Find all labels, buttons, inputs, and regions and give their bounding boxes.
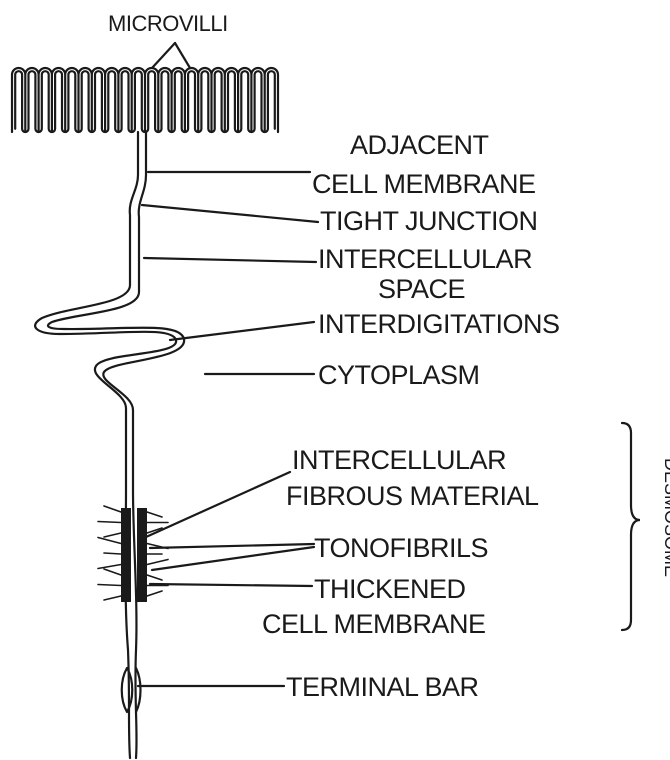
fibrous-material-leader	[146, 472, 290, 537]
label-adjacent: ADJACENT	[350, 130, 489, 160]
microvilli-outer-membrane	[12, 68, 278, 132]
left-thickened-plaque	[121, 508, 131, 602]
right-membrane	[48, 150, 184, 758]
tonofibril-left	[104, 569, 121, 575]
leader-lines	[138, 43, 318, 686]
tonofibril-left	[104, 596, 121, 600]
terminal-bar	[122, 668, 141, 712]
tonofibril-left	[98, 522, 121, 523]
tight-junction-leader	[142, 205, 318, 222]
tonofibrils-leader-1	[150, 544, 314, 548]
intercellular-space-leader	[144, 258, 316, 262]
label-terminal-bar: TERMINAL BAR	[286, 672, 479, 702]
label-tonofibrils: TONOFIBRILS	[314, 533, 488, 563]
right-thickened-plaque	[137, 508, 147, 602]
interdigitations-leader	[170, 322, 314, 340]
left-membrane	[35, 150, 176, 758]
label-intercellular: INTERCELLULAR	[318, 244, 532, 274]
label-cell-membrane-2: CELL MEMBRANE	[262, 609, 486, 639]
label-microvilli: MICROVILLI	[108, 11, 228, 36]
label-intercellular-fibrous: INTERCELLULAR	[292, 445, 506, 475]
tonofibril-left	[98, 538, 121, 544]
tonofibril-right	[147, 575, 162, 580]
label-tight-junction: TIGHT JUNCTION	[320, 206, 538, 236]
tonofibril-left	[104, 533, 121, 537]
microvilli-leader-left	[152, 43, 175, 68]
label-desmosome: DESMOSOME	[661, 458, 670, 577]
label-interdigitations: INTERDIGITATIONS	[318, 309, 560, 339]
tonofibril-right	[147, 560, 168, 565]
tonofibrils-leader-2	[152, 547, 314, 570]
desmosome-bracket	[622, 423, 640, 630]
tonofibril-right	[147, 591, 162, 596]
microvilli-leader-right	[175, 43, 190, 68]
label-thickened: THICKENED	[314, 574, 466, 604]
tonofibril-left	[98, 565, 121, 569]
tonofibril-left	[104, 553, 121, 554]
label-cytoplasm: CYTOPLASM	[318, 360, 480, 390]
tonofibril-left	[104, 506, 121, 512]
label-cell-membrane: CELL MEMBRANE	[312, 169, 536, 199]
tonofibril-left	[98, 585, 121, 586]
thickened-membrane-leader	[150, 584, 312, 586]
labels: MICROVILLI ADJACENT CELL MEMBRANE TIGHT …	[108, 11, 670, 702]
terminal-bar-shape	[122, 668, 133, 712]
tonofibril-right	[147, 512, 162, 517]
microvilli-border	[12, 68, 278, 150]
label-fibrous-material: FIBROUS MATERIAL	[286, 481, 539, 511]
cell-membranes	[35, 150, 184, 758]
label-space: SPACE	[378, 274, 465, 304]
